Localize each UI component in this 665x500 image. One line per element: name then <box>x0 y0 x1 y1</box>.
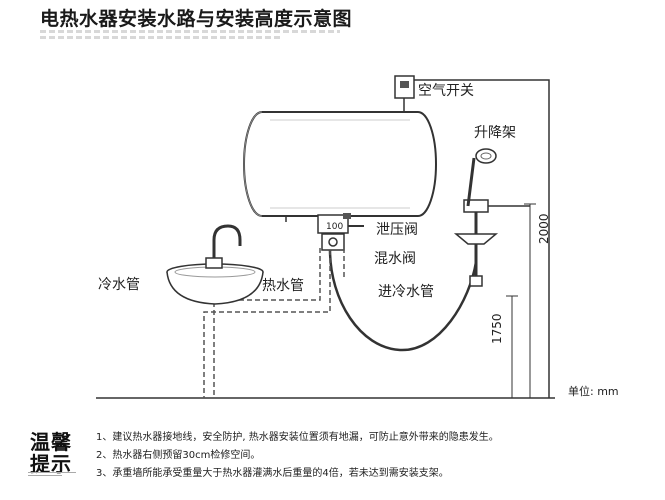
title-underline-decoration <box>40 30 340 33</box>
page-title: 电热水器安装水路与安装高度示意图 <box>40 8 353 30</box>
air-switch-icon <box>394 75 415 114</box>
faucet-icon <box>205 224 242 269</box>
dimension-2000-label: 2000 <box>537 213 551 244</box>
valve-number-label: 100 <box>326 222 344 232</box>
shower-lift-rack-icon <box>453 199 530 287</box>
tips-heading: 温馨 提示 <box>28 422 76 478</box>
tip-note-3: 3、承重墙所能承受重量大于热水器灌满水后重量的4倍，若未达到需安装支架。 <box>96 468 449 479</box>
hot-water-pipe <box>213 248 321 398</box>
tip-note-2: 2、热水器右侧预留30cm检修空间。 <box>96 450 261 461</box>
cold-water-pipe <box>203 250 331 398</box>
cold-inlet-pipe-label: 进冷水管 <box>378 284 434 300</box>
tip-note-1: 1、建议热水器接地线，安全防护, 热水器安装位置须有地漏，可防止意外带来的隐患发… <box>96 432 499 443</box>
unit-label: 单位: mm <box>568 385 619 398</box>
cold-pipe-label: 冷水管 <box>98 277 140 293</box>
tips-decoration <box>28 472 76 480</box>
title-underline-decoration <box>40 36 280 39</box>
hot-pipe-label: 热水管 <box>262 278 304 294</box>
relief-valve-icon <box>317 213 364 234</box>
mixing-valve-label: 混水阀 <box>374 251 416 267</box>
relief-valve-label: 泄压阀 <box>376 222 418 238</box>
tips-notes: 1、建议热水器接地线，安全防护, 热水器安装位置须有地漏，可防止意外带来的隐患发… <box>96 428 499 482</box>
mixing-valve-icon <box>321 233 345 251</box>
wall-line <box>414 79 550 398</box>
tips-heading-line1: 温馨 <box>30 430 72 454</box>
dimension-1750-label: 1750 <box>490 313 504 344</box>
water-heater-tank <box>243 111 437 222</box>
shower-hose <box>328 249 478 352</box>
sink-basin-icon <box>166 263 264 305</box>
lift-rack-label: 升降架 <box>474 125 516 141</box>
shower-head-icon <box>466 148 497 207</box>
air-switch-label: 空气开关 <box>418 83 474 99</box>
